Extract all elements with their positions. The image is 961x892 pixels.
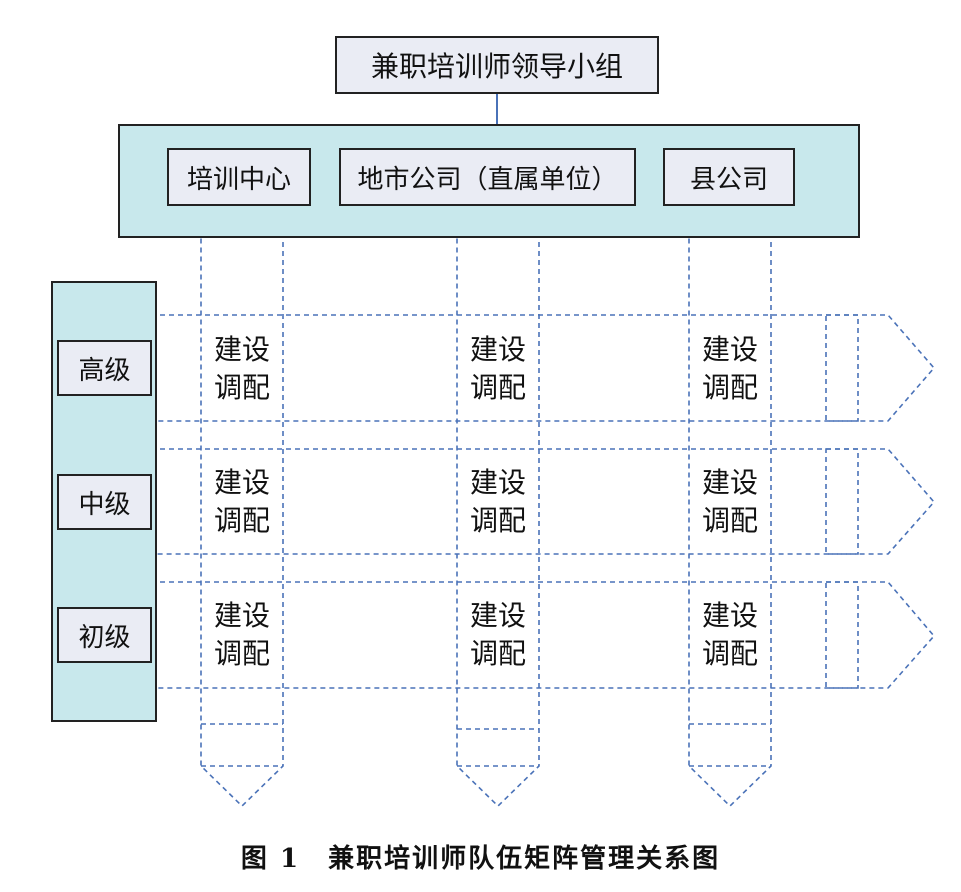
- cell-line1: 建设: [701, 599, 758, 632]
- cell-low-training-center: 建设 调配: [202, 597, 282, 673]
- cell-line2: 调配: [469, 371, 526, 404]
- unit-column-county-company: [688, 215, 772, 808]
- band-end-box-low: [825, 581, 859, 689]
- cell-line2: 调配: [701, 504, 758, 537]
- leader-group-box: 兼职培训师领导小组: [335, 36, 659, 94]
- band-end-box-high: [825, 314, 859, 422]
- level-mid: 中级: [57, 474, 152, 530]
- cell-mid-county-company: 建设 调配: [690, 464, 770, 540]
- unit-training-center: 培训中心: [167, 148, 311, 206]
- cell-low-county-company: 建设 调配: [690, 597, 770, 673]
- cell-line1: 建设: [701, 333, 758, 366]
- unit-county-company: 县公司: [663, 148, 795, 206]
- cell-low-city-company: 建设 调配: [458, 597, 538, 673]
- level-low: 初级: [57, 607, 152, 663]
- level-high: 高级: [57, 340, 152, 396]
- cell-line1: 建设: [701, 466, 758, 499]
- unit-column-training-center: [200, 215, 284, 808]
- cell-line2: 调配: [701, 371, 758, 404]
- figure-title: 兼职培训师队伍矩阵管理关系图: [328, 844, 721, 874]
- cell-high-training-center: 建设 调配: [202, 331, 282, 407]
- cell-line2: 调配: [469, 504, 526, 537]
- cell-line2: 调配: [469, 637, 526, 670]
- cell-line1: 建设: [469, 333, 526, 366]
- level-band-mid: [52, 448, 936, 555]
- unit-city-company: 地市公司（直属单位）: [339, 148, 636, 206]
- band-end-box-mid: [825, 448, 859, 555]
- cell-line2: 调配: [213, 504, 270, 537]
- cell-mid-training-center: 建设 调配: [202, 464, 282, 540]
- level-band-low: [52, 581, 936, 689]
- cell-line1: 建设: [469, 599, 526, 632]
- figure-caption: 图 1 兼职培训师队伍矩阵管理关系图: [0, 838, 961, 875]
- cell-line1: 建设: [469, 466, 526, 499]
- cell-line1: 建设: [213, 599, 270, 632]
- cell-line1: 建设: [213, 333, 270, 366]
- cell-line2: 调配: [213, 371, 270, 404]
- unit-column-city-company: [456, 215, 540, 808]
- cell-high-city-company: 建设 调配: [458, 331, 538, 407]
- level-band-high: [52, 314, 936, 422]
- cell-line2: 调配: [213, 637, 270, 670]
- cell-mid-city-company: 建设 调配: [458, 464, 538, 540]
- cell-high-county-company: 建设 调配: [690, 331, 770, 407]
- cell-line2: 调配: [701, 637, 758, 670]
- cell-line1: 建设: [213, 466, 270, 499]
- figure-number: 图 1: [240, 844, 301, 874]
